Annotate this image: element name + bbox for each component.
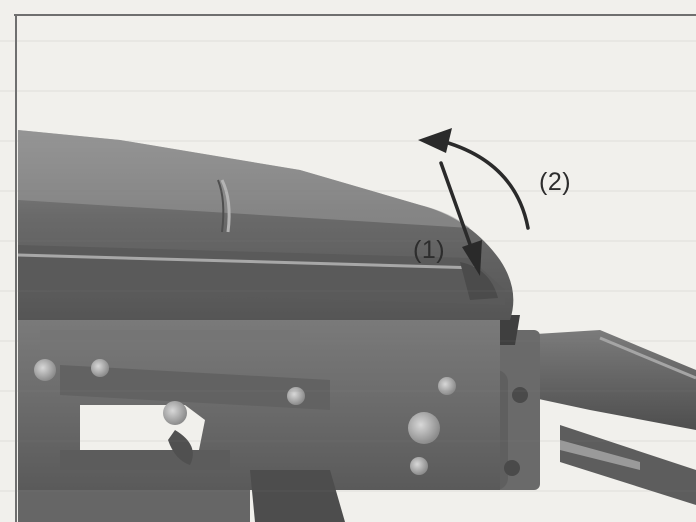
rivet — [438, 377, 456, 395]
receiver-pins — [34, 359, 456, 475]
halftone-texture — [0, 40, 696, 492]
rivet — [91, 359, 109, 377]
rivet — [410, 457, 428, 475]
callout-step-1: (1) — [413, 236, 446, 264]
rotate-arrow — [418, 128, 530, 230]
folding-stock — [520, 330, 696, 505]
dust-cover — [17, 130, 514, 320]
hinge-pin — [408, 412, 440, 444]
callout-step-2: (2) — [539, 168, 572, 196]
selector-pin — [163, 401, 187, 425]
lower-receiver — [18, 300, 500, 522]
press-down-arrow — [439, 161, 482, 276]
rivet — [287, 387, 305, 405]
recoil-spring-guide — [460, 262, 498, 300]
rivet — [34, 359, 56, 381]
